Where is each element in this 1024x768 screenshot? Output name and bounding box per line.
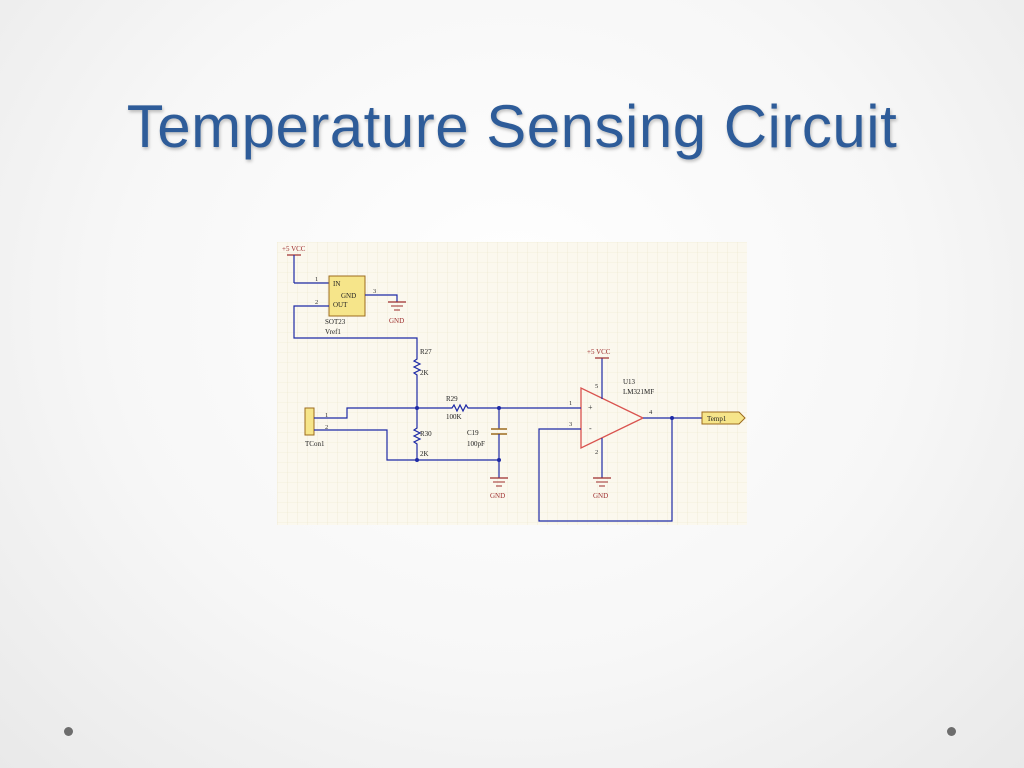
vref-out-label: OUT: [333, 301, 348, 309]
opamp-pin-vcc: 5: [595, 383, 598, 390]
vref-regulator: 1 2 3 IN GND OUT SOT23 Vref1: [315, 275, 376, 336]
opamp-pin-noninv: 1: [569, 400, 572, 407]
vref-designator: Vref1: [325, 328, 341, 336]
corner-dot-right: [947, 727, 956, 736]
resistor-r29: R29 100K: [417, 395, 557, 421]
net-label-text: Temp1: [707, 415, 727, 423]
r29-value: 100K: [446, 413, 462, 421]
resistor-r30: R30 2K: [412, 408, 432, 460]
opamp-minus: -: [589, 424, 592, 433]
vref-package: SOT23: [325, 318, 346, 326]
gnd-symbol-opamp: GND: [593, 477, 611, 500]
capacitor-c19: C19 100pF: [467, 408, 507, 478]
gnd-label-vref: GND: [389, 317, 404, 325]
vref-pin1: 1: [315, 276, 318, 283]
corner-dot-left: [64, 727, 73, 736]
vref-gnd-label: GND: [341, 292, 356, 300]
schematic-diagram: +5 VCC 1 2 3 IN GND OUT SOT23 Vref1 GND …: [277, 242, 747, 525]
opamp-pin-gnd: 2: [595, 449, 598, 456]
c19-value: 100pF: [467, 440, 485, 448]
gnd-label-opamp: GND: [593, 492, 608, 500]
gnd-symbol-vref: GND: [388, 301, 406, 325]
opamp-pin-out: 4: [649, 409, 653, 416]
opamp-pin-inv: 3: [569, 421, 572, 428]
vref-in-label: IN: [333, 280, 340, 288]
vcc-symbol-opamp: +5 VCC: [587, 348, 611, 359]
opamp-part: LM321MF: [623, 388, 654, 396]
vref-pin3: 3: [373, 288, 376, 295]
tcon-designator: TCon1: [305, 440, 325, 448]
tcon-pin2: 2: [325, 424, 328, 431]
opamp-u13: + - U13 LM321MF 1 3 4 5 2: [569, 378, 654, 456]
opamp-plus: +: [588, 403, 593, 412]
vcc-label-opamp: +5 VCC: [587, 348, 611, 356]
r29-designator: R29: [446, 395, 458, 403]
r27-value: 2K: [420, 369, 429, 377]
tcon-pin1: 1: [325, 412, 328, 419]
gnd-label-cap: GND: [490, 492, 505, 500]
r27-designator: R27: [420, 348, 432, 356]
connector-tcon1: 1 2 TCon1: [304, 407, 328, 448]
r30-designator: R30: [420, 430, 432, 438]
vcc-symbol-top: +5 VCC: [282, 245, 306, 283]
r30-value: 2K: [420, 450, 429, 458]
vcc-label-top: +5 VCC: [282, 245, 306, 253]
resistor-r27: R27 2K: [412, 347, 432, 408]
vref-pin2: 2: [315, 299, 318, 306]
gnd-symbol-cap: GND: [490, 477, 508, 500]
opamp-designator: U13: [623, 378, 636, 386]
c19-designator: C19: [467, 429, 479, 437]
net-label-temp1: Temp1: [701, 411, 746, 425]
slide-title: Temperature Sensing Circuit: [126, 93, 898, 160]
